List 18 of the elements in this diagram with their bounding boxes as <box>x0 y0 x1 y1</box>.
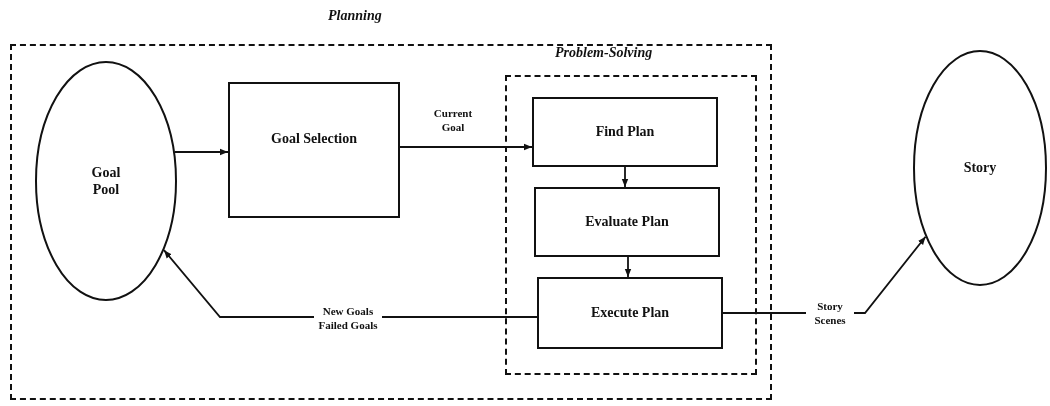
arrow <box>174 148 229 156</box>
process-box <box>532 97 718 167</box>
group-heading: Problem-Solving <box>555 45 653 61</box>
arrow <box>399 143 533 151</box>
process-box <box>228 82 400 218</box>
process-box <box>534 187 720 257</box>
node-label: Goal Selection <box>270 130 358 148</box>
arrow <box>621 166 629 188</box>
node-label: Story <box>962 159 998 177</box>
node-label: Execute Plan <box>590 304 670 322</box>
ellipse-node <box>913 50 1047 286</box>
group-heading: Planning <box>328 8 382 24</box>
node-label: Evaluate Plan <box>585 213 669 231</box>
arrow <box>624 256 632 278</box>
process-box <box>537 277 723 349</box>
ellipse-node <box>35 61 177 301</box>
node-label: Goal Pool <box>90 163 122 199</box>
node-label: Find Plan <box>595 123 655 141</box>
